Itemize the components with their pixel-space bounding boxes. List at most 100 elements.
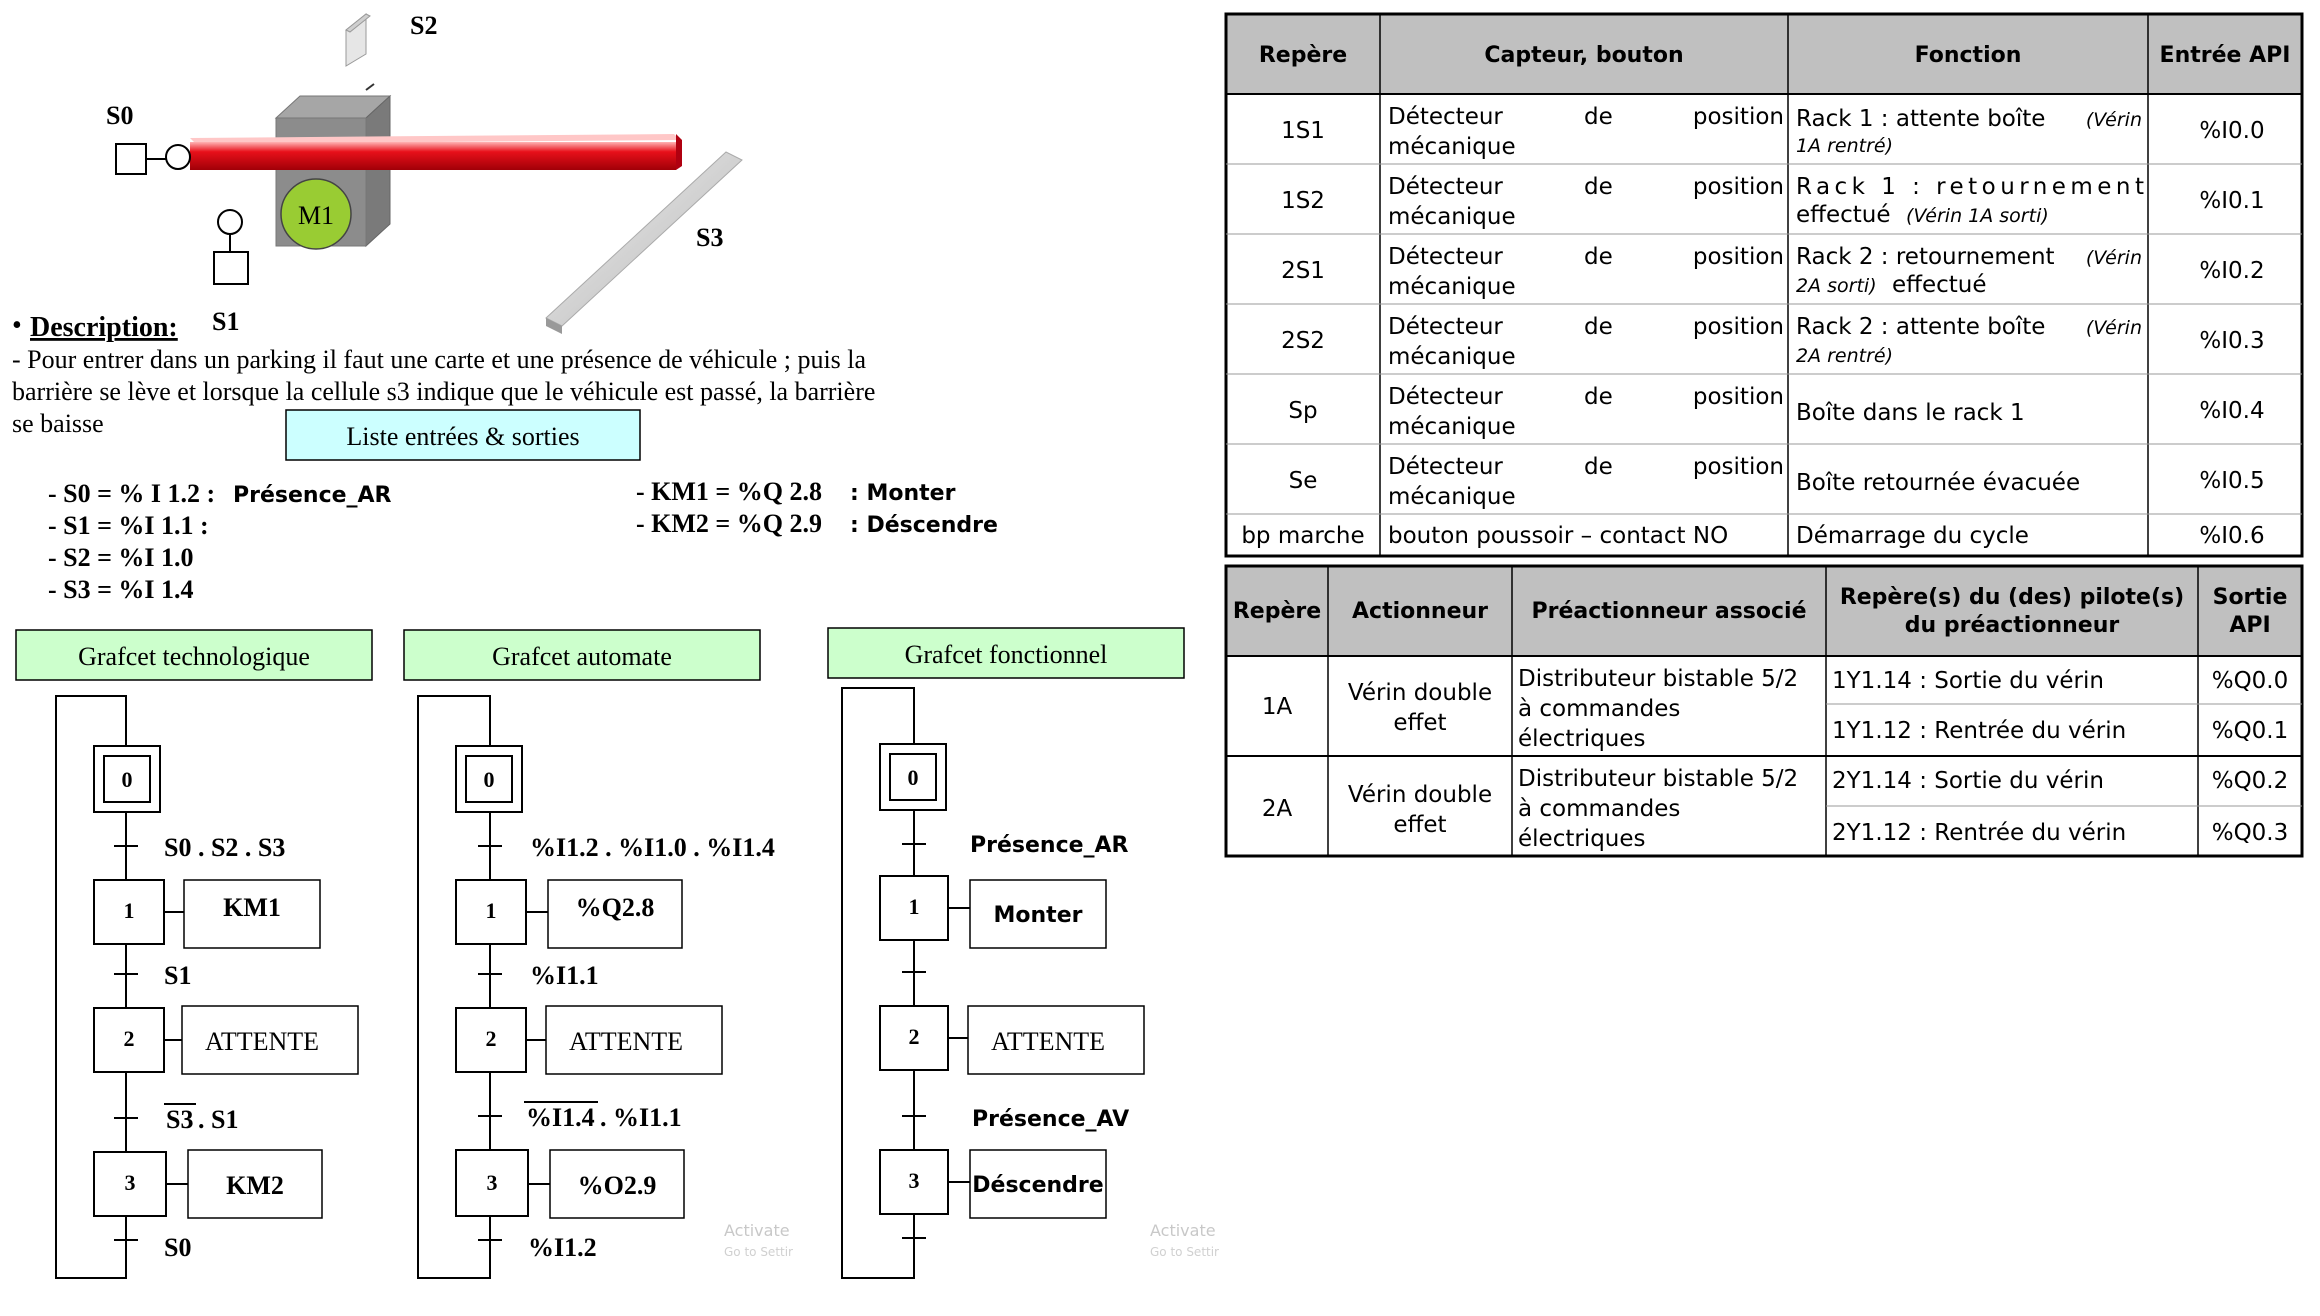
cell-fonction: 2A sorti) [1796,275,1877,297]
grafcet-transition: S1 [164,961,191,990]
grafcet-action [547,879,683,949]
grafcet-transition: Présence_AR [970,833,1129,858]
cell-repere: 2S1 [1281,258,1325,284]
grafcet-step-number: 0 [122,767,133,792]
grafcet-action [183,879,321,949]
grafcet-action [969,879,1107,949]
grafcet-step-number: 3 [909,1168,920,1193]
cell-fonction: 1A rentré) [1796,135,1893,157]
cell-capteur: mécanique [1388,414,1516,440]
input-addr: - S2 = %I 1.0 [48,543,194,572]
grafcet-title-box [403,629,761,681]
grafcet-step [93,1151,167,1217]
cell-preactionneur: à commandes [1518,696,1680,722]
cell-repere: 1A [1262,694,1293,720]
cell-preactionneur: électriques [1518,826,1646,852]
cell-preactionneur: Distributeur bistable 5/2 [1518,766,1798,792]
cell-sortie: %Q0.3 [2212,820,2289,846]
table-header-row [1226,14,2302,94]
grafcet-action-label: %Q2.8 [576,893,655,922]
grafcet-action [969,1149,1107,1219]
cell-preactionneur: Distributeur bistable 5/2 [1518,666,1798,692]
table-row: 2S1 Détecteur de position mécanique Rack… [1281,244,2265,300]
table-row: 2A Vérin double effet Distributeur bista… [1262,766,2288,852]
cell-repere: Sp [1288,398,1317,424]
description-block: • Description: - Pour entrer dans un par… [12,310,875,438]
io-outputs-list: - KM1 = %Q 2.8 : Monter - KM2 = %Q 2.9 :… [636,477,998,538]
cell-capteur: mécanique [1388,134,1516,160]
table-header: Préactionneur associé [1531,599,1806,624]
cell-sortie: %Q0.2 [2212,768,2289,794]
grafcet-step-number: 0 [908,765,919,790]
s2-sensor-plate [345,12,375,91]
grafcet-transition: %I1.2 . %I1.0 . %I1.4 [530,833,775,862]
cell-capteur: de [1584,454,1613,480]
watermark-text: Activate [724,1221,790,1240]
cell-capteur: Détecteur [1388,314,1503,340]
grafcet-action-label: ATTENTE [991,1027,1105,1056]
cell-fonction: effectué [1796,202,1891,228]
table-header: Actionneur [1352,599,1488,624]
cell-capteur: de [1584,104,1613,130]
cell-capteur: mécanique [1388,274,1516,300]
cell-actionneur: Vérin double [1348,782,1492,808]
motor-label: M1 [298,201,334,230]
grafcet-transition-negated: %I1.4 [526,1103,595,1132]
cell-fonction: Boîte dans le rack 1 [1796,400,2025,426]
table-row: 1S1 Détecteur de position mécanique Rack… [1281,104,2265,160]
grafcet-step [879,875,949,941]
cell-entree: %I0.0 [2199,118,2264,144]
cell-actionneur: effet [1393,812,1446,838]
table-header: Fonction [1915,43,2022,68]
grafcet-action-label: ATTENTE [205,1027,319,1056]
cell-capteur: de [1584,314,1613,340]
motor-m1 [280,178,352,250]
cell-capteur: mécanique [1388,484,1516,510]
cell-fonction: 2A rentré) [1796,345,1893,367]
cell-sortie: %Q0.0 [2212,668,2289,694]
grafcet-fonctionnel: Grafcet fonctionnel 0 Présence_AR 1 Mont… [827,627,1185,1279]
grafcet-action-label: ATTENTE [569,1027,683,1056]
s1-sensor [213,209,249,285]
io-inputs-list: - S0 = % I 1.2 : Présence_AR - S1 = %I 1… [48,479,392,604]
grafcet-transition: . S1 [198,1105,238,1134]
output-name: : Déscendre [850,513,998,538]
table-header: API [2229,613,2270,638]
grafcet-title: Grafcet technologique [78,642,310,671]
input-addr: - S3 = %I 1.4 [48,575,194,604]
cell-capteur: mécanique [1388,204,1516,230]
grafcet-transition: . %I1.1 [600,1103,682,1132]
cell-capteur: position [1693,244,1784,270]
table-header: Capteur, bouton [1484,43,1683,68]
grafcet-action [967,1005,1145,1075]
cell-pilote: 1Y1.14 : Sortie du vérin [1832,668,2104,694]
io-list-button[interactable]: Liste entrées & sorties [285,409,641,461]
cell-entree: %I0.5 [2199,468,2264,494]
table-header: Repère(s) du (des) pilote(s) [1840,585,2184,610]
s1-label: S1 [212,307,239,336]
table-header: Repère [1259,43,1347,68]
grafcet-action [187,1149,323,1219]
description-line-2: barrière se lève et lorsque la cellule s… [12,377,875,406]
table-header: Repère [1233,599,1321,624]
cell-repere: Se [1289,468,1318,494]
barrier-arm [190,134,682,170]
cell-fonction: Démarrage du cycle [1796,523,2029,549]
grafcet-transition: Présence_AV [972,1107,1129,1132]
grafcet-transition: %I1.2 [528,1233,597,1262]
watermark-text: Go to Settir [724,1245,793,1259]
cell-capteur: Détecteur [1388,174,1503,200]
cell-repere: 2A [1262,796,1293,822]
cell-fonction: effectué [1892,272,1987,298]
grafcet-title: Grafcet fonctionnel [905,640,1108,669]
grafcet-action-label: Monter [994,903,1083,928]
table-row: Sp Détecteur de position mécanique Boîte… [1288,384,2264,440]
cell-capteur: bouton poussoir – contact NO [1388,523,1728,549]
grafcet-step-number: 1 [909,894,920,919]
grafcet-transition: S0 . S2 . S3 [164,833,285,862]
s3-label: S3 [696,223,723,252]
cell-fonction: Boîte retournée évacuée [1796,470,2080,496]
barrier-sketch: S2 M1 S0 S1 [106,11,743,336]
table-row: 1S2 Détecteur de position mécanique Rack… [1281,174,2265,230]
